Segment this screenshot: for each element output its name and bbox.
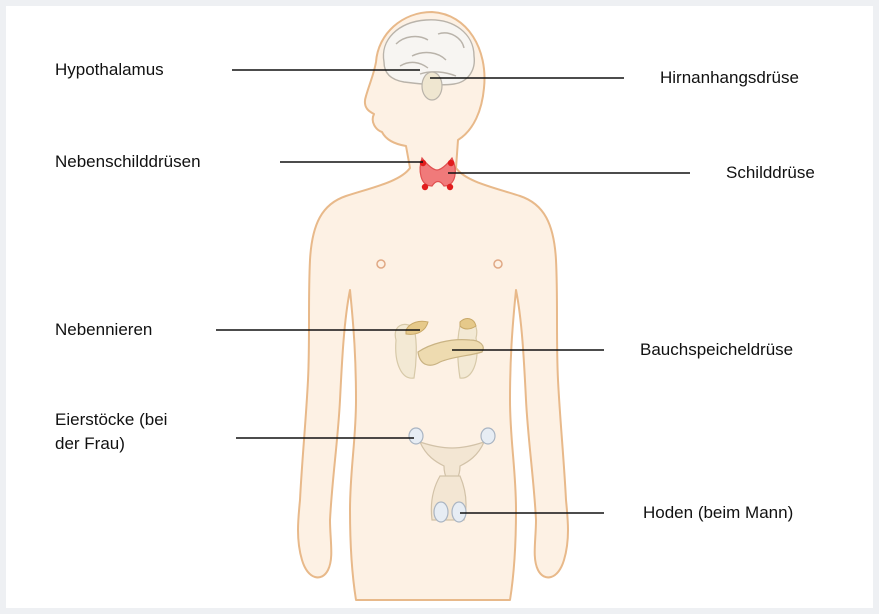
label-nebennieren: Nebennieren — [55, 318, 152, 342]
label-hypothalamus: Hypothalamus — [55, 58, 164, 82]
label-schilddruese: Schilddrüse — [726, 161, 815, 185]
label-nebenschilddruesen: Nebenschilddrüsen — [55, 150, 201, 174]
label-eierstoecke-line1: Eierstöcke (bei — [55, 408, 167, 432]
label-bauchspeicheldruese: Bauchspeicheldrüse — [640, 338, 793, 362]
label-eierstoecke-line2: der Frau) — [55, 432, 167, 456]
label-hirnanhangsdruese: Hirnanhangsdrüse — [660, 66, 799, 90]
pituitary — [422, 72, 442, 100]
label-eierstoecke: Eierstöcke (bei der Frau) — [55, 408, 167, 456]
label-hoden: Hoden (beim Mann) — [643, 501, 793, 525]
